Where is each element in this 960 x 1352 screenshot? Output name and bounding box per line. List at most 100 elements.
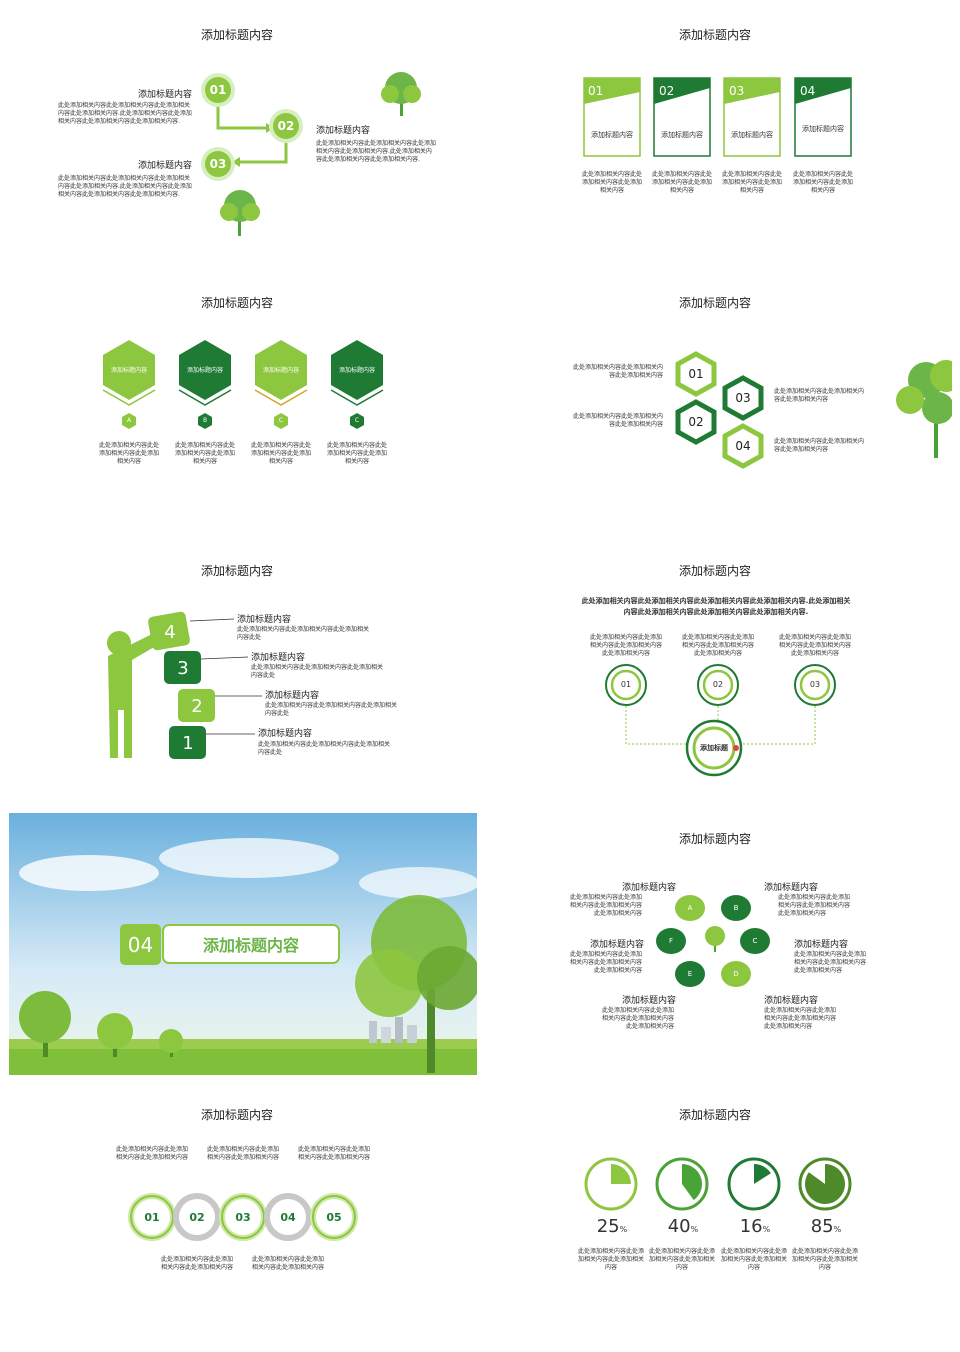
hex-num-02: 02	[688, 415, 704, 429]
slide-title: 添加标题内容	[678, 28, 751, 42]
heading-3: 添加标题内容	[137, 161, 192, 171]
gauge-value-2: 40%	[667, 1216, 699, 1237]
circle-03: 03	[809, 680, 821, 689]
step-title-4: 添加标题内容	[237, 615, 292, 625]
slide-title: 添加标题内容	[678, 564, 751, 578]
block-4: 4	[164, 621, 176, 643]
petal-text-c: 此处添加相关内容此处添加相关内容此处添加相关内容此处添加相关内容	[794, 951, 867, 974]
petal-text-f: 此处添加相关内容此处添加相关内容此处添加相关内容此处添加相关内容	[569, 951, 642, 974]
slide-1: 添加标题内容 01 02 03 添加标题内容 此处添加相关内容此处添加相关内容此…	[0, 0, 474, 264]
slide-title: 添加标题内容	[678, 1108, 751, 1122]
step-text-2: 此处添加相关内容此处添加相关内容此处添加相关内容此处	[265, 702, 398, 717]
gauge-value-3: 16%	[739, 1216, 771, 1237]
heading-2: 添加标题内容	[316, 126, 371, 136]
step-title-3: 添加标题内容	[251, 653, 306, 663]
ring-text-3: 此处添加相关内容此处添加相关内容此处添加相关内容	[207, 1146, 280, 1161]
heading-1: 添加标题内容	[137, 90, 192, 100]
percent-gauges	[584, 1157, 852, 1211]
petal-head-d: 添加标题内容	[764, 996, 819, 1006]
petal-ring	[656, 895, 770, 987]
section-number: 04	[127, 932, 154, 957]
petal-f: F	[668, 937, 674, 945]
ring-04: 04	[280, 1210, 296, 1224]
circle-02: 02	[712, 680, 724, 689]
gauge-fill-3	[754, 1164, 771, 1184]
block-1: 1	[182, 732, 194, 754]
block-2: 2	[191, 695, 203, 717]
card-label-02: 添加标题内容	[661, 131, 703, 139]
ring-01: 01	[144, 1210, 160, 1224]
petal-c: C	[752, 937, 758, 945]
gauge-value-1: 25%	[596, 1216, 628, 1237]
step-02: 02	[277, 119, 295, 133]
card-text-02: 此处添加相关内容此处添加相关内容此处添加相关内容	[651, 171, 712, 194]
card-frames	[583, 77, 852, 157]
card-num-02: 02	[659, 84, 675, 98]
gauge-fill-4	[805, 1164, 845, 1204]
slide-title: 添加标题内容	[200, 1108, 273, 1122]
hex-letter-d: C	[354, 417, 360, 424]
landscape-banner	[9, 813, 477, 1075]
card-label-01: 添加标题内容	[591, 131, 633, 139]
slide-7: 04 添加标题内容	[9, 813, 477, 1075]
step-text-1: 此处添加相关内容此处添加相关内容此处添加相关内容此处	[258, 741, 391, 756]
hex-letter-c: C	[278, 417, 284, 424]
petal-head-e: 添加标题内容	[621, 996, 676, 1006]
slide-3: 添加标题内容 添加标题内容 A 此处添加相关内容此处添加相关内容此处添加相关内容…	[0, 268, 474, 532]
step-title-2: 添加标题内容	[265, 691, 320, 701]
hex-num-04: 04	[735, 439, 751, 453]
hex-text-right-1: 此处添加相关内容此处添加相关内容此处添加相关内容	[774, 388, 865, 403]
card-num-03: 03	[729, 84, 745, 98]
hexagon-group	[102, 340, 384, 429]
slide-4: 添加标题内容 01 03 02 04 此处添加相关内容此处添加相关内容此处添加相…	[478, 268, 952, 532]
slide-title: 添加标题内容	[678, 832, 751, 846]
step-01: 01	[209, 83, 227, 97]
petal-head-f: 添加标题内容	[589, 940, 644, 950]
circle-text-3: 此处添加相关内容此处添加相关内容此处添加相关内容此处添加相关内容	[778, 634, 851, 657]
hex-label-d: 添加标题内容	[338, 367, 375, 374]
petal-head-c: 添加标题内容	[794, 940, 849, 950]
card-num-01: 01	[588, 84, 604, 98]
hexagon-cluster	[675, 351, 952, 469]
slide-title: 添加标题内容	[200, 564, 273, 578]
petal-head-a: 添加标题内容	[621, 883, 676, 893]
slide-10: 添加标题内容 25% 40% 16% 85% 此处添加相关内容此处添加相关内容此…	[478, 1080, 952, 1344]
hex-text-left-2: 此处添加相关内容此处添加相关内容此处添加相关内容	[573, 413, 664, 428]
slide-2: 添加标题内容 01 添加标题内容 此处添加相关内容此处添加相关内容此处添加相关内…	[478, 0, 952, 264]
hex-text-c: 此处添加相关内容此处添加相关内容此处添加相关内容	[250, 442, 311, 465]
ring-text-5: 此处添加相关内容此处添加相关内容此处添加相关内容	[298, 1146, 371, 1161]
slide-title: 添加标题内容	[678, 296, 751, 310]
ring-03: 03	[235, 1210, 251, 1224]
step-03: 03	[209, 157, 227, 171]
gauge-text-3: 此处添加相关内容此处添加相关内容此处添加相关内容	[721, 1248, 788, 1271]
text-1: 此处添加相关内容此处添加相关内容此处添加相关内容此处添加相关内容.此处添加相关内…	[58, 102, 192, 125]
hex-text-left-1: 此处添加相关内容此处添加相关内容此处添加相关内容	[573, 364, 664, 379]
ring-text-4: 此处添加相关内容此处添加相关内容此处添加相关内容	[252, 1256, 325, 1271]
ring-02: 02	[189, 1210, 205, 1224]
circle-network	[605, 664, 836, 777]
text-3: 此处添加相关内容此处添加相关内容此处添加相关内容此处添加相关内容.此处添加相关内…	[58, 175, 192, 198]
gauge-fill-1	[611, 1164, 631, 1184]
circle-text-1: 此处添加相关内容此处添加相关内容此处添加相关内容此处添加相关内容	[589, 634, 662, 657]
hex-num-03: 03	[735, 391, 751, 405]
card-text-01: 此处添加相关内容此处添加相关内容此处添加相关内容	[581, 171, 642, 194]
block-3: 3	[177, 657, 189, 679]
slide-title: 添加标题内容	[200, 296, 273, 310]
ring-text-1: 此处添加相关内容此处添加相关内容此处添加相关内容	[116, 1146, 189, 1161]
petal-text-b: 此处添加相关内容此处添加相关内容此处添加相关内容此处添加相关内容	[778, 894, 851, 917]
figure-stacking-blocks	[107, 611, 262, 759]
petal-text-a: 此处添加相关内容此处添加相关内容此处添加相关内容此处添加相关内容	[569, 894, 642, 917]
hex-label-b: 添加标题内容	[186, 367, 223, 374]
tree-icon	[220, 72, 421, 236]
card-num-04: 04	[800, 84, 816, 98]
step-text-4: 此处添加相关内容此处添加相关内容此处添加相关内容此处	[237, 626, 370, 641]
petal-a: A	[687, 904, 693, 912]
petal-text-e: 此处添加相关内容此处添加相关内容此处添加相关内容此处添加相关内容	[601, 1007, 674, 1030]
gauge-text-1: 此处添加相关内容此处添加相关内容此处添加相关内容	[578, 1248, 645, 1271]
text-2: 此处添加相关内容此处添加相关内容此处添加相关内容此处添加相关内容.此处添加相关内…	[316, 140, 437, 163]
step-text-3: 此处添加相关内容此处添加相关内容此处添加相关内容此处	[251, 664, 384, 679]
petal-b: B	[733, 904, 739, 912]
lead-text: 此处添加相关内容此处添加相关内容此处添加相关内容此处添加相关内容.此处添加相关内…	[581, 597, 851, 616]
hex-letter-b: B	[202, 417, 208, 424]
petal-e: E	[687, 970, 693, 978]
